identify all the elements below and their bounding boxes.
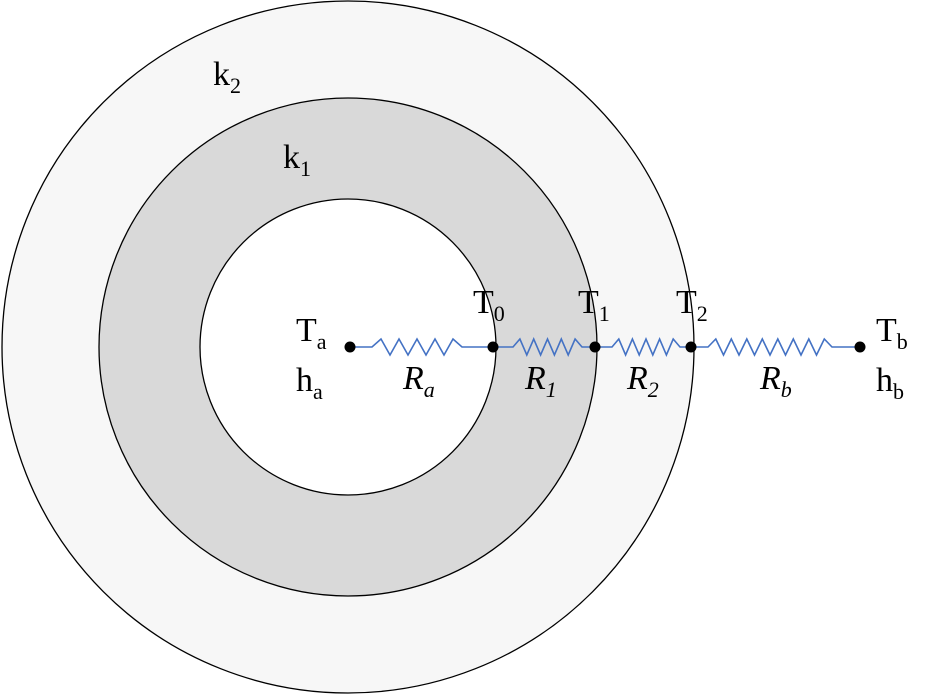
label-t1: T1	[578, 284, 610, 326]
label-r2: R2	[626, 360, 659, 402]
label-k1: k1	[283, 139, 311, 181]
resistor-r2	[595, 336, 691, 358]
node-ta-dot	[344, 341, 356, 353]
resistor-ra	[350, 337, 493, 357]
label-r1: R1	[524, 360, 557, 402]
resistor-r1	[493, 336, 595, 358]
label-k2: k2	[213, 56, 241, 98]
node-t0-dot	[487, 341, 499, 353]
label-tb: Tb	[876, 312, 908, 354]
label-t0: T0	[473, 284, 505, 326]
label-ta: Ta	[296, 312, 327, 354]
node-tb-dot	[854, 341, 866, 353]
label-t2: T2	[676, 284, 708, 326]
resistor-rb	[691, 337, 860, 357]
label-hb: hb	[876, 362, 904, 404]
resistor-network	[350, 336, 860, 358]
label-rb: Rb	[759, 360, 792, 402]
label-ra: Ra	[402, 360, 435, 402]
label-ha: ha	[296, 362, 323, 404]
node-t2-dot	[685, 341, 697, 353]
node-dots	[344, 341, 866, 353]
node-t1-dot	[589, 341, 601, 353]
